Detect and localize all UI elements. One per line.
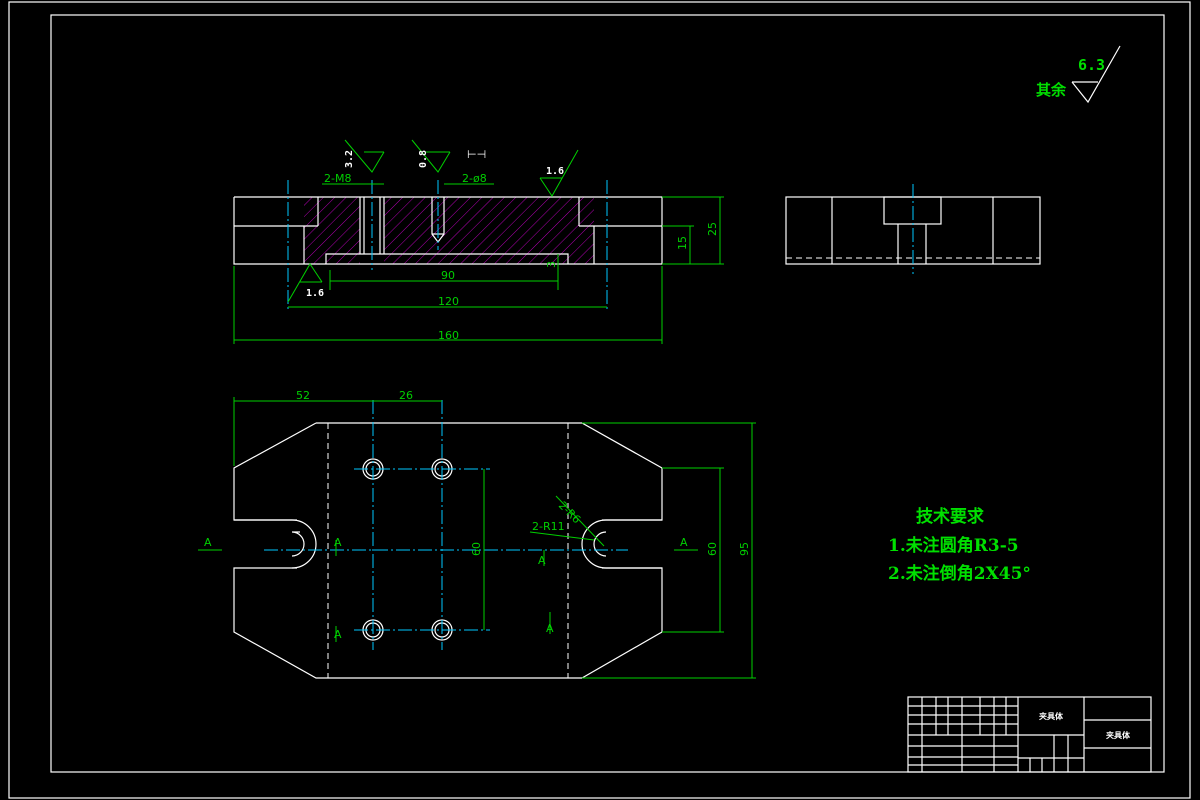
section-mark-mid: A (538, 554, 546, 567)
roughness-other-symbol: 其余 6.3 (1036, 45, 1121, 104)
tech-requirement-2: 2.未注倒角2X45° (888, 563, 1031, 584)
section-mark-bottom-right: A (546, 622, 554, 635)
dim-hole-spacing: 26 (399, 389, 413, 402)
dim-offset: 52 (296, 389, 310, 402)
roughness-other-label: 其余 (1036, 81, 1067, 99)
section-mark-bottom-left: A (334, 628, 342, 641)
dim-total-width: 95 (738, 542, 751, 556)
roughness-front-mid: 0.8 (418, 150, 429, 168)
datum-marker: ⊢⊣ (467, 148, 486, 161)
roughness-front-left: 3.2 (344, 150, 355, 168)
section-mark-right: A (680, 536, 688, 549)
tech-requirements: 技术要求 1.未注圆角R3-5 2.未注倒角2X45° (888, 506, 1031, 584)
dim-inner-length: 90 (441, 269, 455, 282)
dim-inner-height: 15 (676, 236, 689, 250)
section-mark-mid-left: A (334, 536, 342, 549)
top-view: 52 26 60 60 95 2-R6 2-R11 A A A A A A (198, 389, 756, 679)
front-section-view: 90 120 160 15 25 3 2-M8 2-ø8 3.2 0.8 ⊢⊣ … (233, 139, 724, 344)
title-block-part-name: 夹具体 (1039, 711, 1064, 721)
dim-total-length: 160 (438, 329, 459, 342)
dim-radius-11: 2-R11 (532, 520, 565, 533)
dim-total-height: 25 (706, 222, 719, 236)
roughness-front-right: 1.6 (546, 166, 564, 177)
dim-bolt-span: 120 (438, 295, 459, 308)
section-mark-left: A (204, 536, 212, 549)
tech-requirements-title: 技术要求 (916, 506, 984, 527)
title-block: 夹具体 夹具体 (907, 696, 1152, 773)
side-view (785, 184, 1041, 274)
roughness-other-value: 6.3 (1078, 56, 1105, 74)
roughness-front-bottom: 1.6 (306, 288, 324, 299)
title-block-part-name-right: 夹具体 (1106, 730, 1131, 740)
sheet-frame (8, 1, 1191, 799)
dim-slot-spacing-y: 60 (706, 542, 719, 556)
dim-hole-pitch-y: 60 (470, 542, 483, 556)
dim-thread-label: 2-M8 (324, 172, 351, 185)
dim-pin-hole-label: 2-ø8 (462, 172, 487, 185)
dim-groove-depth: 3 (545, 261, 558, 268)
tech-requirement-1: 1.未注圆角R3-5 (888, 535, 1019, 556)
